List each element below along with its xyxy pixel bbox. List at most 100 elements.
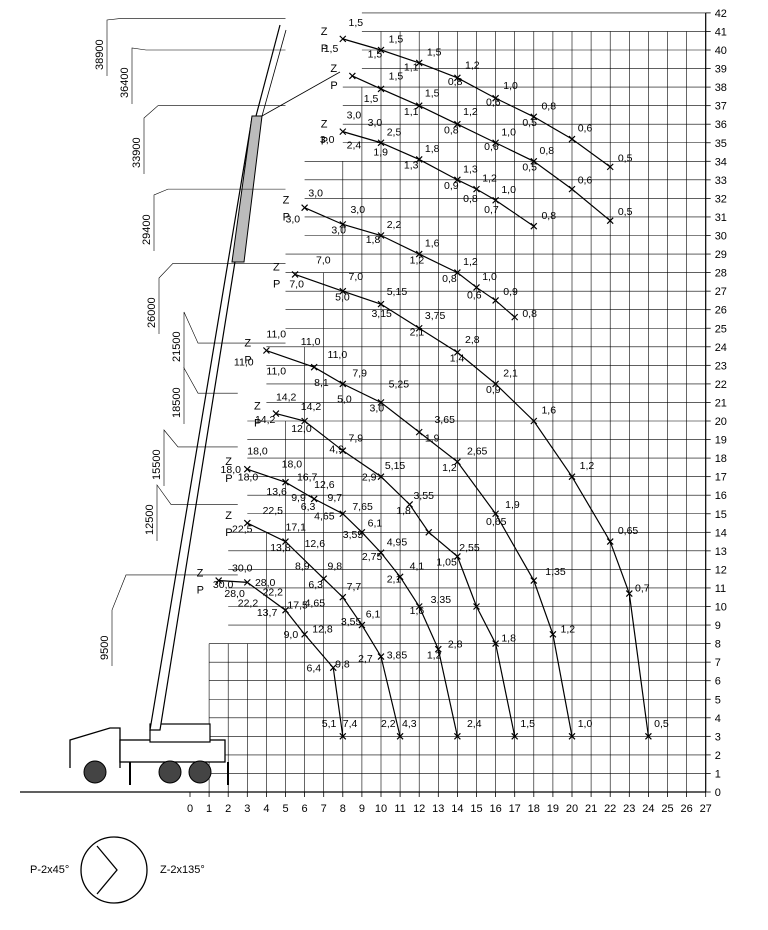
- p-position-label: P: [273, 278, 280, 290]
- load-value-label: 3,15: [371, 308, 392, 320]
- curve-point-marker: [339, 447, 347, 455]
- load-value-label: 1,2: [561, 623, 576, 635]
- load-value-label: 1,05: [436, 557, 457, 569]
- curve-point-marker: [329, 664, 337, 672]
- load-value-label: 0,8: [540, 145, 555, 157]
- curve-point-marker: [473, 185, 480, 193]
- boom-length-label: 18500: [171, 387, 183, 418]
- load-value-label: 2,1: [387, 573, 402, 585]
- load-value-label: 30,0: [213, 579, 234, 591]
- load-value-label: 7,0: [349, 271, 364, 283]
- load-value-label: 16,7: [297, 471, 318, 483]
- load-value-label: 0,6: [484, 141, 499, 153]
- load-value-label: 1,1: [404, 61, 419, 73]
- curve-point-marker: [511, 313, 519, 321]
- y-tick-label: 4: [715, 713, 721, 725]
- load-value-label: 17,5: [287, 599, 308, 611]
- p-position-label: P: [197, 585, 204, 597]
- load-value-label: 2,7: [358, 653, 373, 665]
- load-value-label: 0,6: [578, 175, 593, 187]
- y-tick-label: 20: [715, 416, 727, 428]
- legend-z-label: Z-2x135°: [160, 864, 205, 876]
- y-tick-label: 27: [715, 286, 727, 298]
- y-tick-label: 19: [715, 435, 727, 447]
- x-tick-label: 17: [509, 803, 521, 815]
- y-tick-label: 39: [715, 64, 727, 76]
- z-position-label: Z: [321, 119, 328, 131]
- curve-point-marker: [377, 549, 385, 557]
- grid: [208, 12, 706, 792]
- y-tick-label: 35: [715, 138, 727, 150]
- boom-length-label: 15500: [151, 449, 163, 480]
- z-position-label: Z: [225, 456, 232, 468]
- load-curve-21500: [266, 349, 573, 737]
- x-tick-label: 25: [661, 803, 673, 815]
- load-value-label: 5,0: [337, 393, 352, 405]
- curve-point-marker: [339, 732, 347, 740]
- truck-wheel: [83, 760, 107, 784]
- curve-point-marker: [339, 35, 347, 43]
- boom-length-label: 9500: [99, 636, 111, 660]
- load-value-label: 2,9: [362, 471, 377, 483]
- y-tick-label: 16: [715, 490, 727, 502]
- load-value-label: 9,8: [335, 659, 350, 671]
- load-value-label: 3,0: [331, 225, 346, 237]
- z-position-label: Z: [273, 261, 280, 273]
- y-tick-label: 29: [715, 249, 727, 261]
- curve-point-marker: [215, 577, 223, 584]
- boom-length-label: 12500: [144, 504, 156, 535]
- load-value-label: 7,9: [352, 367, 367, 379]
- load-value-label: 2,1: [410, 327, 425, 339]
- truck-wheel: [158, 760, 182, 784]
- boom-leader-line: [183, 311, 286, 368]
- curve-point-marker: [339, 220, 347, 228]
- load-value-label: 11,0: [328, 349, 348, 361]
- load-value-label: 1,6: [541, 405, 556, 417]
- x-tick-label: 20: [566, 803, 578, 815]
- curve-point-marker: [453, 120, 461, 128]
- load-value-label: 3,35: [431, 594, 452, 606]
- y-tick-label: 37: [715, 101, 727, 113]
- curve-point-marker: [415, 156, 423, 163]
- load-value-label: 7,0: [316, 254, 331, 266]
- boom-leader-line: [153, 188, 286, 251]
- curve-point-marker: [530, 113, 538, 121]
- boom-length-label: 29400: [141, 214, 153, 245]
- p-position-label: P: [254, 418, 261, 430]
- y-tick-label: 21: [715, 397, 727, 409]
- load-value-label: 0,5: [522, 162, 537, 174]
- load-value-label: 18,0: [247, 445, 268, 457]
- x-tick-label: 0: [187, 803, 193, 815]
- load-value-label: 13,8: [270, 542, 291, 554]
- load-value-label: 0,5: [618, 206, 633, 218]
- load-value-label: 9,9: [291, 492, 306, 504]
- load-value-label: 0,5: [654, 718, 669, 730]
- load-value-label: 2,2: [387, 219, 402, 231]
- load-value-label: 1,2: [410, 254, 425, 266]
- curve-point-marker: [272, 410, 280, 418]
- boom-length-label: 21500: [171, 331, 183, 362]
- load-value-label: 1,8: [425, 143, 440, 155]
- curve-point-marker: [377, 473, 385, 481]
- load-value-label: 2,55: [459, 542, 480, 554]
- z-position-label: Z: [283, 195, 290, 207]
- load-value-label: 9,0: [284, 629, 299, 641]
- curve-point-marker: [310, 363, 318, 371]
- load-value-label: 0,8: [463, 193, 478, 205]
- legend-diagram: [80, 836, 148, 904]
- curve-point-marker: [530, 417, 538, 425]
- load-value-label: 11,0: [266, 366, 286, 378]
- curve-point-marker: [453, 552, 461, 560]
- load-value-label: 0,8: [541, 210, 556, 222]
- load-value-label: 1,35: [545, 566, 566, 578]
- boom-leader-line: [111, 574, 238, 666]
- load-value-label: 13,7: [257, 607, 278, 619]
- load-value-label: 1,0: [578, 718, 593, 730]
- load-value-label: 3,0: [308, 188, 323, 200]
- z-position-label: Z: [321, 26, 328, 38]
- curve-point-marker: [473, 284, 480, 291]
- load-value-label: 1,0: [503, 80, 518, 92]
- load-value-label: 1,8: [501, 633, 516, 645]
- curve-point-marker: [282, 538, 289, 545]
